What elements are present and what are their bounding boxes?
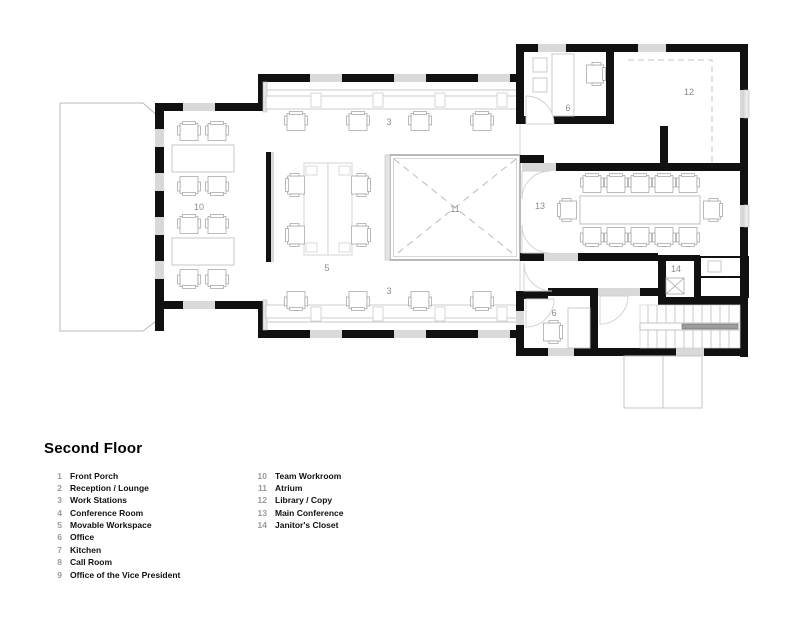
door-swing-stairhall bbox=[599, 295, 629, 325]
legend-item-number: 11 bbox=[258, 482, 267, 493]
legend-item-number: 4 bbox=[57, 507, 62, 518]
legend-item-label: Work Stations bbox=[70, 495, 127, 506]
legend-item-label: Office of the Vice President bbox=[70, 569, 181, 580]
legend-item-number: 5 bbox=[57, 520, 62, 531]
legend-item-label: Conference Room bbox=[70, 507, 144, 518]
room-label-5: 5 bbox=[324, 263, 329, 273]
wall-west-workroom bbox=[155, 103, 164, 331]
office-top-furniture bbox=[525, 53, 606, 125]
room-label-6-bottom: 6 bbox=[551, 308, 556, 318]
door-swing-corridor bbox=[523, 262, 553, 292]
legend-column-left: 1 Front Porch 2 Reception / Lounge 3 Work Sta… bbox=[44, 470, 249, 582]
room-number-labels: 3 10 5 11 3 6 6 12 13 14 bbox=[194, 87, 694, 318]
workstations-north bbox=[265, 92, 520, 131]
legend-item-number: 13 bbox=[257, 507, 267, 518]
floor-plan-drawing: 3 10 5 11 3 6 6 12 13 14 bbox=[59, 44, 750, 409]
legend-item-number: 12 bbox=[257, 495, 267, 506]
door-swing-conference-south bbox=[521, 224, 551, 254]
legend-item-number: 6 bbox=[57, 532, 62, 543]
legend-item-number: 9 bbox=[57, 569, 62, 580]
wall-north-workroom bbox=[155, 103, 265, 111]
legend-item-label: Kitchen bbox=[70, 544, 102, 555]
door-swing-conference-north bbox=[521, 170, 551, 200]
legend-row: 2 Reception / Lounge bbox=[44, 482, 249, 494]
room-label-6-top: 6 bbox=[565, 103, 570, 113]
workstations-south bbox=[265, 291, 520, 322]
wall-pier-south bbox=[258, 301, 266, 338]
front-porch-outline bbox=[59, 102, 161, 332]
wall-southeast-block bbox=[516, 255, 748, 357]
team-workroom-furniture bbox=[171, 121, 235, 289]
legend-row: 6 Office bbox=[44, 531, 249, 543]
legend-row: 5 Movable Workspace bbox=[44, 519, 249, 531]
legend-row: 11 Atrium bbox=[249, 482, 454, 494]
wall-interior-west bbox=[266, 152, 271, 262]
atrium-room bbox=[384, 154, 521, 261]
movable-workspace-furniture bbox=[285, 162, 371, 256]
room-label-14: 14 bbox=[671, 264, 681, 274]
legend-item-label: Janitor's Closet bbox=[275, 520, 339, 531]
legend-item-label: Movable Workspace bbox=[70, 520, 152, 531]
legend-item-number: 3 bbox=[57, 495, 62, 506]
room-label-3-bottom: 3 bbox=[386, 286, 391, 296]
legend-row: 13 Main Conference bbox=[249, 507, 454, 519]
legend-item-number: 7 bbox=[57, 544, 62, 555]
legend-item-number: 14 bbox=[257, 520, 267, 531]
legend-item-label: Front Porch bbox=[70, 470, 119, 481]
legend-columns: 1 Front Porch 2 Reception / Lounge 3 Work Sta… bbox=[44, 470, 464, 582]
legend-item-number: 8 bbox=[57, 557, 62, 568]
wall-north-workstations bbox=[258, 74, 522, 82]
legend-row: 7 Kitchen bbox=[44, 544, 249, 556]
legend-row: 12 Library / Copy bbox=[249, 494, 454, 506]
legend-row: 3 Work Stations bbox=[44, 494, 249, 506]
library-soffit-dashed bbox=[628, 59, 713, 163]
wall-northeast-block bbox=[516, 44, 748, 171]
room-label-11: 11 bbox=[450, 204, 459, 214]
legend-row: 10 Team Workroom bbox=[249, 470, 454, 482]
legend-title: Second Floor bbox=[44, 440, 143, 457]
legend-item-label: Call Room bbox=[70, 557, 113, 568]
legend-item-label: Main Conference bbox=[275, 507, 344, 518]
lower-projection bbox=[623, 355, 703, 409]
office-bottom-furniture bbox=[525, 298, 591, 349]
room-label-13: 13 bbox=[535, 201, 545, 211]
window-mullion-east-top bbox=[743, 89, 750, 119]
legend-item-label: Office bbox=[70, 532, 95, 543]
legend-item-label: Reception / Lounge bbox=[70, 482, 149, 493]
room-label-12: 12 bbox=[684, 87, 694, 97]
wall-south-workroom bbox=[155, 301, 265, 309]
legend-row: 8 Call Room bbox=[44, 556, 249, 568]
legend-item-number: 2 bbox=[57, 482, 62, 493]
legend-item-number: 1 bbox=[57, 470, 62, 481]
room-label-10: 10 bbox=[194, 202, 204, 212]
legend-item-label: Atrium bbox=[275, 482, 303, 493]
legend-item-label: Team Workroom bbox=[275, 470, 342, 481]
janitors-closet bbox=[658, 255, 749, 298]
wall-south-workstations bbox=[258, 330, 522, 338]
room-label-3-top: 3 bbox=[386, 117, 391, 127]
legend-row: 4 Conference Room bbox=[44, 507, 249, 519]
legend-item-number: 10 bbox=[257, 470, 267, 481]
stair-run bbox=[639, 304, 741, 349]
main-conference-furniture bbox=[557, 173, 723, 247]
legend-row: 14 Janitor's Closet bbox=[249, 519, 454, 531]
wall-pier-north bbox=[258, 74, 266, 111]
legend-row: 9 Office of the Vice President bbox=[44, 569, 249, 581]
legend: Second Floor 1 Front Porch 2 Reception / Lo… bbox=[44, 440, 464, 582]
glazing-interior-west bbox=[271, 152, 274, 262]
legend-row: 1 Front Porch bbox=[44, 470, 249, 482]
window-mullion-east-mid bbox=[743, 204, 750, 228]
legend-item-label: Library / Copy bbox=[275, 495, 333, 506]
